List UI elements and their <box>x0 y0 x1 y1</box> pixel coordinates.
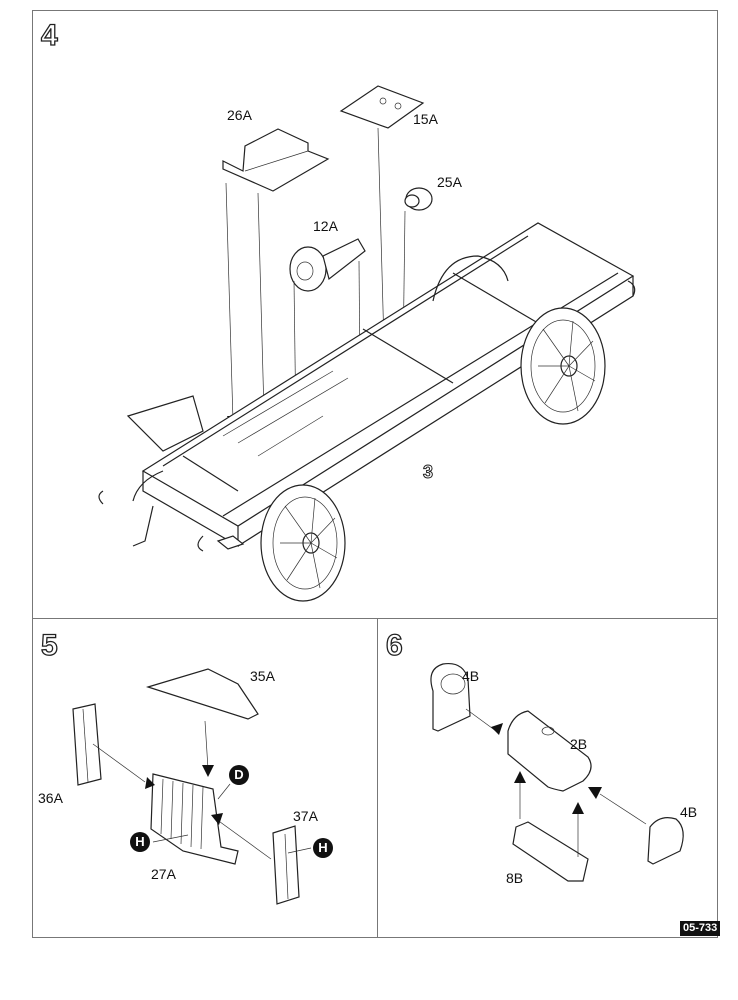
document-code: 05-733 <box>680 921 721 936</box>
callout-h: H <box>130 832 150 852</box>
part-2b-drawing <box>507 710 592 792</box>
part-12a-drawing <box>289 238 366 292</box>
part-label-36a: 36A <box>38 790 63 806</box>
assembly-reference: 3 <box>422 462 434 482</box>
part-25a-drawing <box>404 187 433 211</box>
part-label-4b-left: 4B <box>462 668 480 684</box>
step-4-panel: 4 <box>32 10 718 619</box>
part-8b-drawing <box>512 821 589 882</box>
part-36a-drawing <box>72 703 102 786</box>
part-4b-right-drawing <box>647 817 684 865</box>
part-15a-drawing <box>339 85 425 129</box>
part-label-27a: 27A <box>151 866 176 882</box>
part-label-15a: 15A <box>413 111 438 127</box>
part-37a-drawing <box>272 825 300 905</box>
part-4b-left-drawing <box>430 662 471 732</box>
tank-illustration <box>430 662 684 882</box>
part-35a-drawing <box>145 668 259 720</box>
step-number: 4 <box>40 19 58 52</box>
part-label-12a: 12A <box>313 218 338 234</box>
part-27a-drawing <box>150 773 239 865</box>
step-number: 5 <box>40 629 58 662</box>
step-5-panel: 5 35A 36A 37A 27A D H H <box>32 618 378 938</box>
part-label-4b-right: 4B <box>680 804 698 820</box>
callout-h: H <box>313 838 333 858</box>
part-label-35a: 35A <box>250 668 275 684</box>
part-label-8b: 8B <box>506 870 524 886</box>
part-label-2b: 2B <box>570 736 588 752</box>
chassis-illustration <box>98 85 636 602</box>
step-6-panel: 6 4B 2B 4B 8B <box>377 618 718 938</box>
step-number: 6 <box>385 629 403 662</box>
radiator-illustration <box>72 668 312 905</box>
part-label-26a: 26A <box>227 107 252 123</box>
wheel-rear <box>520 307 606 425</box>
callout-d: D <box>229 765 249 785</box>
wheel-front <box>260 484 346 602</box>
part-label-37a: 37A <box>293 808 318 824</box>
part-26a-drawing <box>222 128 330 192</box>
part-label-25a: 25A <box>437 174 462 190</box>
chassis-frame <box>126 222 635 548</box>
